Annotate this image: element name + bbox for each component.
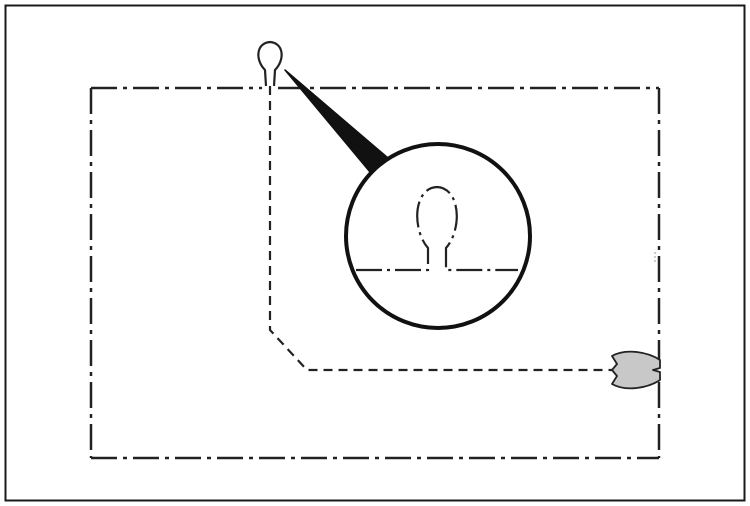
callout-pointer (284, 69, 389, 173)
outer-frame (4, 4, 746, 502)
transmitter-unit (611, 350, 661, 390)
keyhole-cutout (257, 40, 283, 87)
magnifier-circle (344, 142, 532, 330)
boundary-line (89, 86, 661, 460)
guide-wire (268, 86, 612, 372)
transmitter-body (611, 350, 661, 390)
magnifier-callout (344, 142, 532, 330)
magnified-keyhole (356, 185, 518, 272)
